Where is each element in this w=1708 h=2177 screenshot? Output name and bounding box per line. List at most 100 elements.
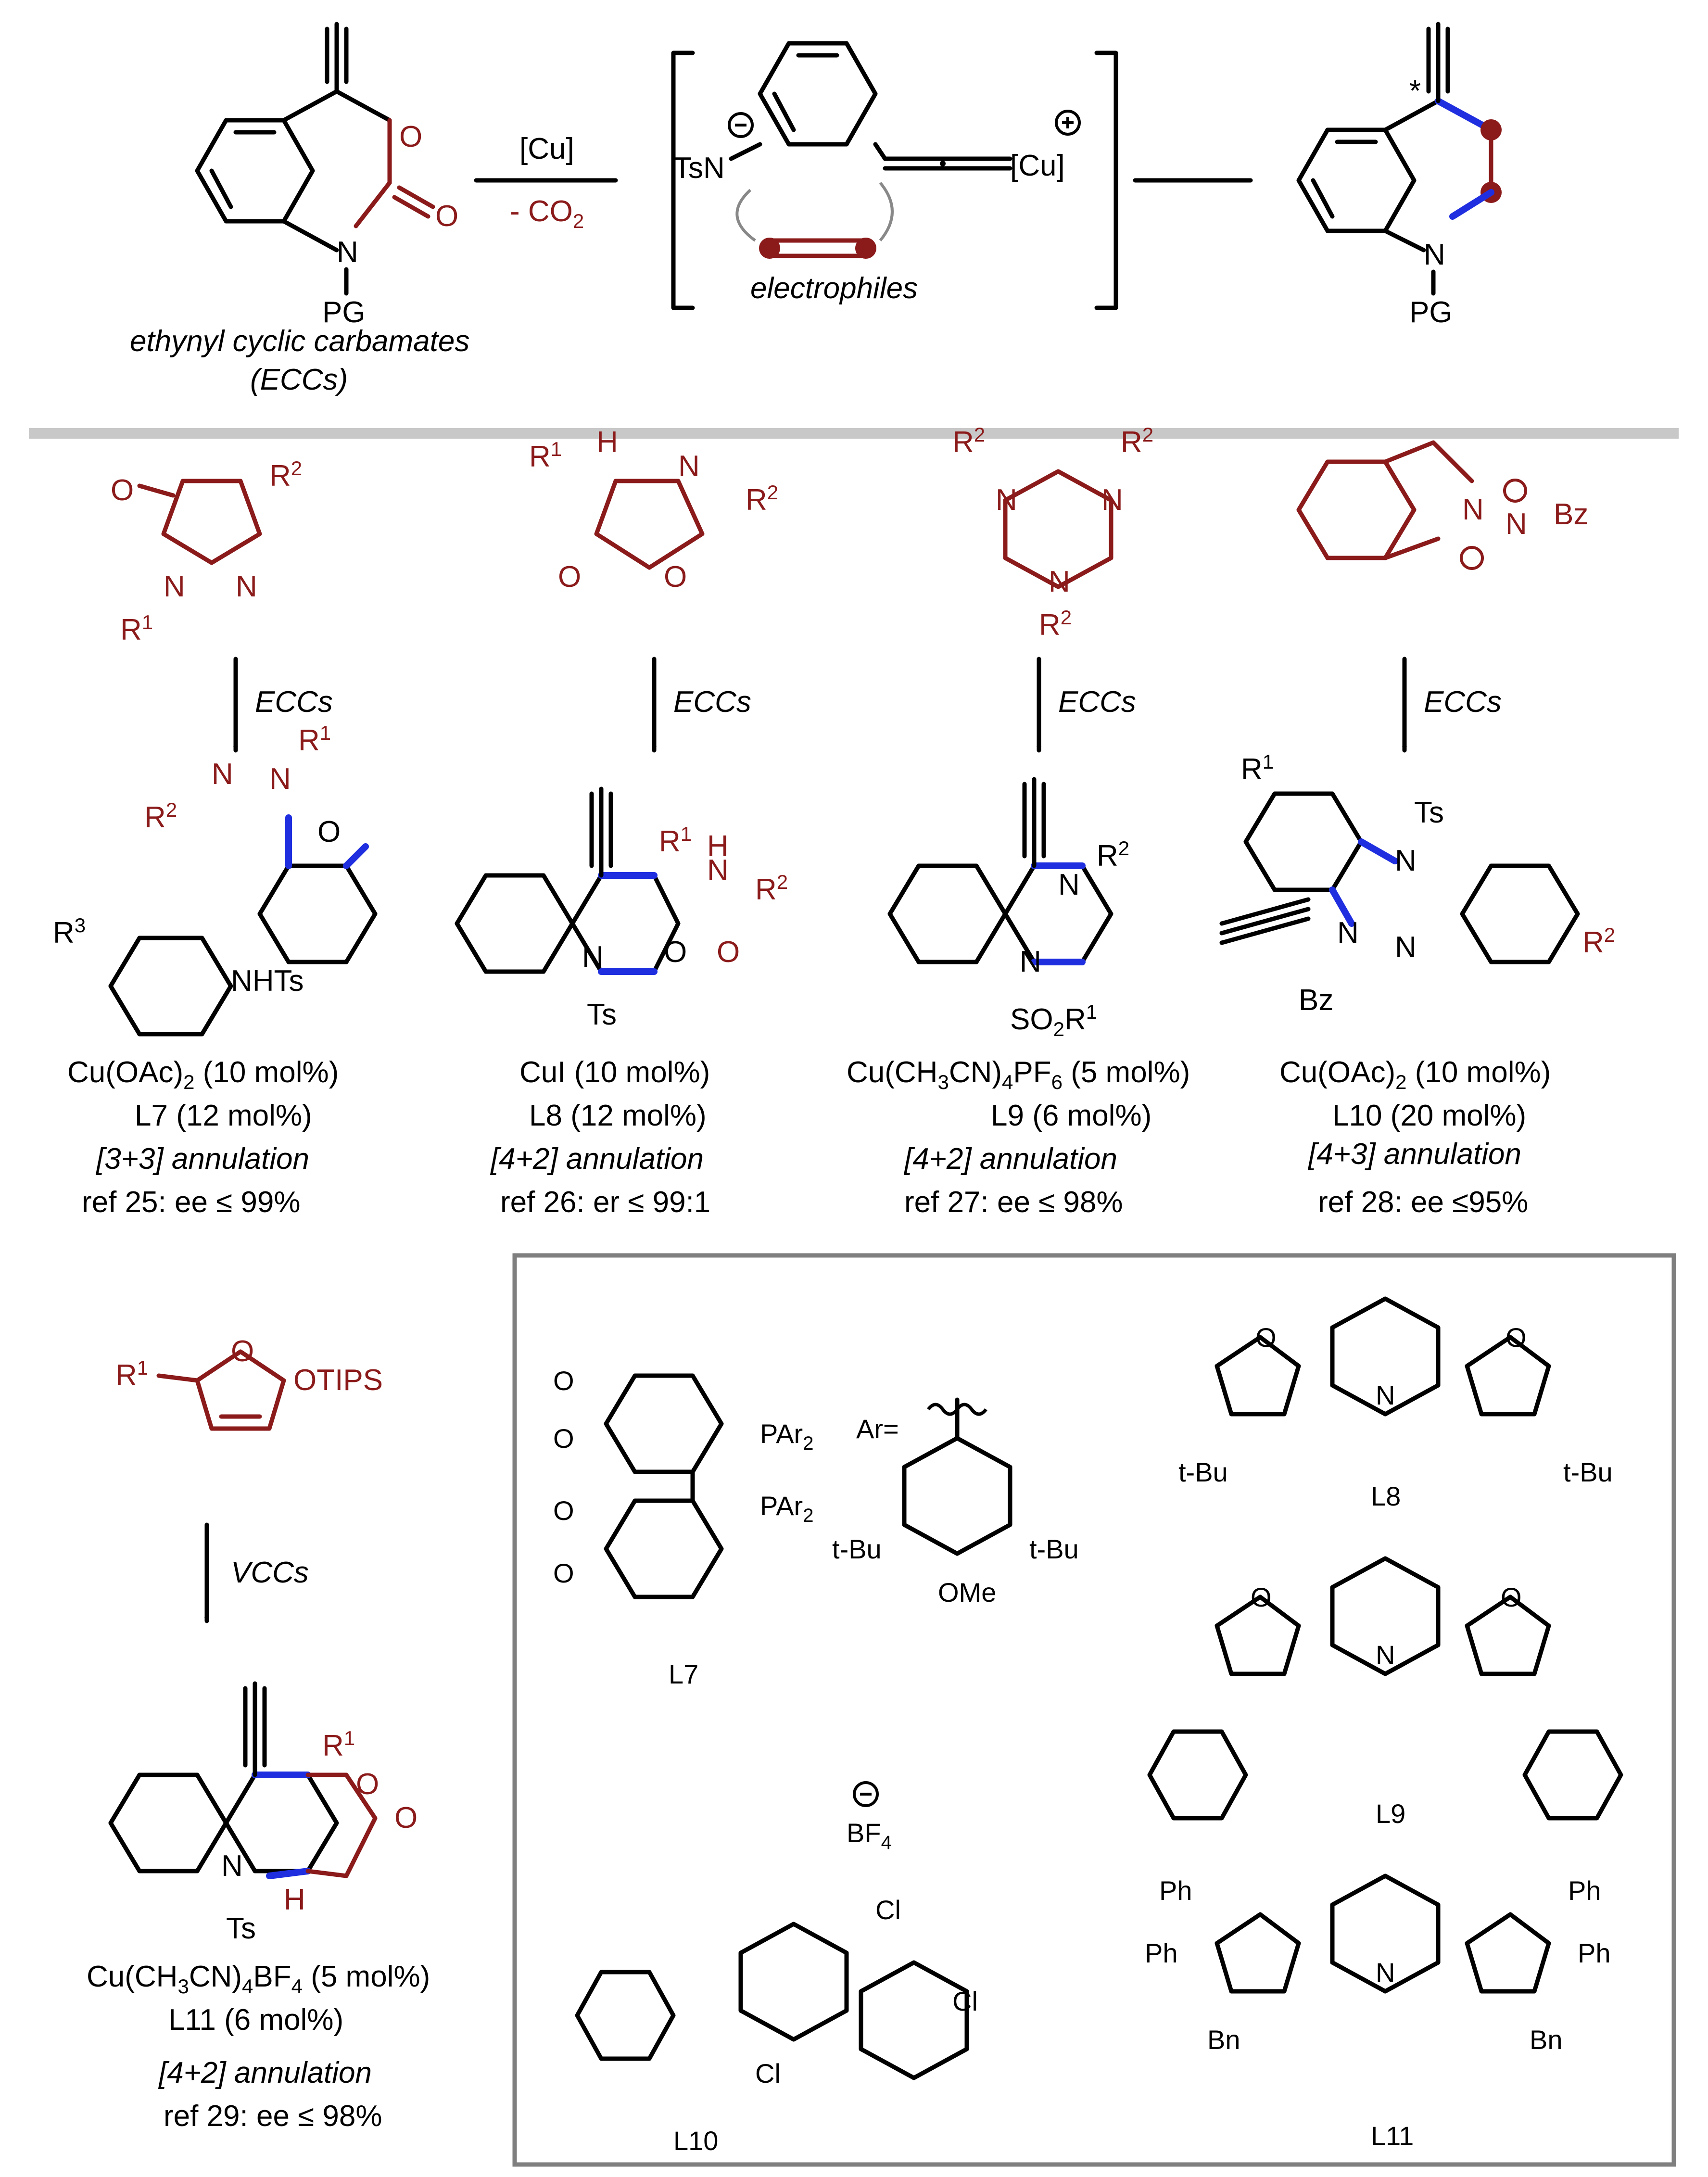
arrow-label-col1: ECCs: [255, 685, 333, 719]
furan-o: O: [231, 1335, 254, 1368]
ref-col4: ref 28: ee ≤95%: [1318, 1186, 1528, 1219]
product-col3: N R2 N SO2R1: [887, 777, 1129, 1040]
ecc-starting-material: O O N PG: [195, 22, 458, 329]
annulation-product: N PG *: [1296, 22, 1502, 329]
product4-ts: Ts: [1414, 796, 1444, 829]
product-col1: R2 N N R1 O R3 NHTs: [53, 721, 378, 1037]
ligand-l10: BF4 Cl Cl Cl L10: [575, 1781, 978, 2156]
triazine-n2: N: [1101, 483, 1123, 517]
carbamate-o: O: [399, 120, 422, 153]
product5-o: O: [356, 1768, 379, 1801]
ligand-panel: [512, 1253, 1676, 2167]
product4-r2: R2: [1582, 924, 1615, 959]
carbamate-n: N: [337, 236, 358, 269]
stereocenter-star: *: [1409, 75, 1421, 108]
l11-ph2: Ph: [1145, 1938, 1178, 1968]
ligand-col4: L10 (20 mol%): [1332, 1099, 1526, 1132]
svg-text:O: O: [1255, 1322, 1277, 1353]
product2-h: H: [707, 830, 729, 863]
product2-r1: R1: [659, 823, 692, 858]
l9-label: L9: [1376, 1798, 1405, 1829]
l7-par2-top: PAr2: [760, 1418, 813, 1454]
product2-amide-o: O: [717, 936, 740, 969]
l10-cl-left: Cl: [755, 2058, 781, 2088]
product2-n: N: [707, 854, 729, 887]
azlactone-carbonyl-o: O: [558, 560, 581, 594]
imine-n-minus: N: [1506, 507, 1527, 541]
pyrazolone-r1: R1: [120, 611, 153, 646]
l10-label: L10: [673, 2126, 718, 2156]
product-n: N: [1424, 238, 1445, 271]
arrow-label-col5: VCCs: [231, 1556, 309, 1589]
l7-par2-bottom: PAr2: [760, 1491, 813, 1526]
azlactone-r1: R1: [529, 438, 562, 473]
ref-col1: ref 25: ee ≤ 99%: [82, 1186, 301, 1219]
svg-text:O: O: [1251, 1582, 1272, 1612]
l10-bf4: BF4: [847, 1818, 892, 1853]
l11-ph1: Ph: [1159, 1875, 1192, 1906]
l11-label: L11: [1371, 2121, 1414, 2151]
product5-r1: R1: [322, 1727, 355, 1762]
product5-carbonyl-o: O: [394, 1801, 418, 1835]
svg-text:O: O: [1501, 1582, 1522, 1612]
product4-n-ts: N: [1395, 844, 1417, 877]
l10-cl-top: Cl: [875, 1895, 901, 1925]
product1-o: O: [317, 815, 341, 848]
l7-label: L7: [669, 1659, 698, 1689]
product-col2: R1 H N R2 O O N Ts: [455, 786, 788, 1031]
furan-otips: OTIPS: [293, 1364, 383, 1397]
ar-tbu-right: t-Bu: [1029, 1534, 1079, 1564]
l11-ph4: Ph: [1578, 1938, 1611, 1968]
imine-bz: Bz: [1554, 498, 1588, 531]
caption-col1: Cu(OAc)2 (10 mol%) L7 (12 mol%) [3+3] an…: [67, 1056, 339, 1219]
product4-r1: R1: [1241, 750, 1274, 786]
product2-n-ring: N: [582, 940, 604, 974]
product1-nhts: NHTs: [231, 964, 304, 998]
azlactone-r2: R2: [746, 481, 778, 517]
product4-n: N: [1337, 916, 1359, 949]
ar-ome: OMe: [938, 1577, 996, 1607]
section-divider: [29, 428, 1679, 439]
product1-r3: R3: [53, 914, 86, 949]
svg-text:O: O: [553, 1558, 574, 1588]
ref-col5: ref 29: ee ≤ 98%: [164, 2100, 382, 2133]
triazine-r2-bottom: R2: [1039, 606, 1072, 642]
azlactone-n: N: [678, 450, 700, 483]
arrow-label-col3: ECCs: [1058, 685, 1136, 719]
product5-ts: Ts: [226, 1912, 256, 1945]
product3-r2: R2: [1097, 837, 1129, 873]
svg-text:O: O: [553, 1423, 574, 1454]
l8-tbu-left: t-Bu: [1178, 1457, 1228, 1487]
azlactone-ring-o: O: [664, 560, 687, 594]
minus-charge: [728, 112, 754, 138]
ref-col2: ref 26: er ≤ 99:1: [500, 1186, 710, 1219]
pyrazolone-n2: N: [236, 570, 257, 603]
product5-h: H: [284, 1883, 305, 1916]
ecc-abbrev: (ECCs): [250, 363, 348, 396]
cu-label: [Cu]: [1010, 149, 1065, 182]
azlactone-substrate: R1 H N R2 O O: [529, 426, 778, 594]
catalyst-col3: Cu(CH3CN)4PF6 (5 mol%): [847, 1056, 1190, 1093]
product3-so2r: SO2R1: [1010, 1000, 1097, 1040]
type-col4: [4+3] annulation: [1307, 1138, 1521, 1171]
triazine-r2-right: R2: [1121, 423, 1153, 459]
azomethine-imine-substrate: N N Bz: [1296, 440, 1588, 570]
caption-col3: Cu(CH3CN)4PF6 (5 mol%) L9 (6 mol%) [4+2]…: [847, 1056, 1190, 1219]
zwitterion-intermediate: TsN [Cu] electrophiles: [671, 41, 1118, 310]
arrow-label-col4: ECCs: [1424, 685, 1502, 719]
svg-text:O: O: [553, 1495, 574, 1526]
type-col3: [4+2] annulation: [903, 1142, 1117, 1176]
l8-tbu-right: t-Bu: [1563, 1457, 1613, 1487]
plus-charge: [1055, 110, 1081, 136]
caption-col5: Cu(CH3CN)4BF4 (5 mol%) L11 (6 mol%) [4+2…: [87, 1960, 430, 2133]
ligand-col3: L9 (6 mol%): [991, 1099, 1151, 1132]
product4-bz: Bz: [1299, 984, 1333, 1017]
product2-ts: Ts: [587, 998, 617, 1031]
product1-r1: R1: [298, 721, 331, 757]
product-col4: R1 Ts N N N Bz R2: [1219, 750, 1615, 1017]
type-col5: [4+2] annulation: [158, 2056, 372, 2089]
caption-col4: Cu(OAc)2 (10 mol%) L10 (20 mol%) [4+3] a…: [1279, 1056, 1551, 1219]
product2-lactam-o: O: [664, 936, 687, 969]
ligand-col2: L8 (12 mol%): [529, 1099, 707, 1132]
silyloxyfuran-substrate: R1 O OTIPS: [115, 1335, 383, 1431]
